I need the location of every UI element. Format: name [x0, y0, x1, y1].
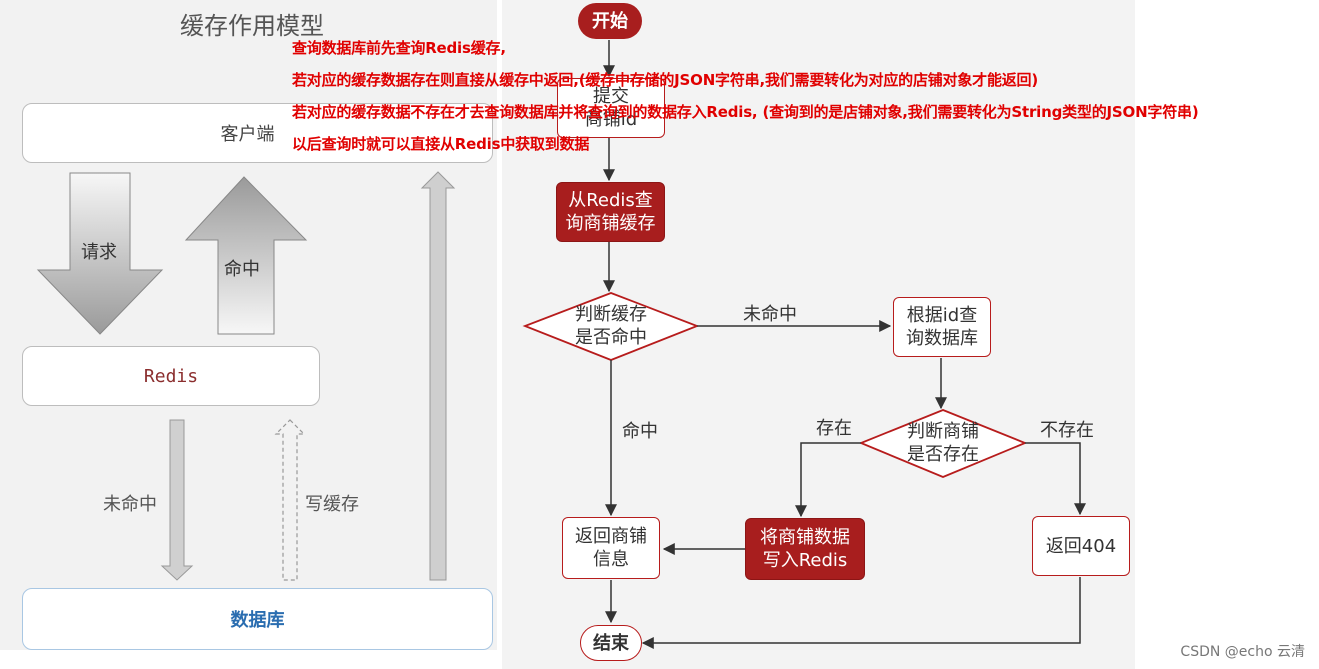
database-box: 数据库 — [22, 588, 493, 650]
redis-box: Redis — [22, 346, 320, 406]
redis-label: Redis — [143, 365, 199, 387]
end-node: 结束 — [580, 625, 642, 661]
note-line-2: 若对应的缓存数据存在则直接从缓存中返回,(缓存中存储的JSON字符串,我们需要转… — [292, 71, 1039, 89]
watermark: CSDN @echo 云清 — [1180, 644, 1305, 660]
start-node: 开始 — [578, 3, 642, 39]
miss-label: 未命中 — [103, 494, 157, 515]
request-arrow — [36, 172, 164, 335]
judge-exist-node: 判断商铺 是否存在 — [875, 419, 1011, 467]
query-db-node: 根据id查 询数据库 — [893, 297, 991, 357]
note-line-4: 以后查询时就可以直接从Redis中获取到数据 — [292, 135, 590, 153]
start-label: 开始 — [592, 10, 628, 32]
query-redis-node: 从Redis查 询商铺缓存 — [556, 182, 665, 242]
cache-model-title: 缓存作用模型 — [180, 12, 324, 40]
submit-id-node: 提交 商铺id — [557, 78, 665, 138]
return-404-label: 返回404 — [1045, 535, 1117, 557]
flow-miss-label: 未命中 — [743, 304, 797, 325]
submit-line2: 商铺id — [584, 109, 638, 130]
note-line-3: 若对应的缓存数据不存在才去查询数据库并将查询到的数据存入Redis, (查询到的… — [292, 103, 1199, 121]
exist-label: 存在 — [816, 418, 852, 439]
return-404-node: 返回404 — [1032, 516, 1130, 576]
return-info-line2: 信息 — [593, 549, 629, 570]
judge-exist-line2: 是否存在 — [907, 444, 979, 465]
judge-cache-node: 判断缓存 是否命中 — [540, 302, 682, 350]
database-label: 数据库 — [230, 610, 285, 631]
write-redis-line2: 写入Redis — [762, 550, 848, 571]
request-label: 请求 — [81, 242, 117, 263]
hit-label: 命中 — [224, 259, 260, 280]
client-box: 客户端 — [22, 103, 493, 163]
flow-hit-label: 命中 — [622, 421, 658, 442]
return-info-line1: 返回商铺 — [575, 526, 647, 547]
client-label: 客户端 — [220, 124, 275, 145]
note-line-1: 查询数据库前先查询Redis缓存, — [292, 39, 506, 57]
query-db-line2: 询数据库 — [906, 328, 978, 349]
query-redis-line2: 询商铺缓存 — [565, 213, 656, 234]
edge-exist-write — [795, 442, 861, 518]
judge-cache-line2: 是否命中 — [575, 327, 647, 348]
submit-line1: 提交 — [593, 86, 629, 107]
edge-404-end — [641, 577, 1081, 649]
judge-cache-line1: 判断缓存 — [575, 304, 647, 325]
judge-exist-line1: 判断商铺 — [907, 421, 979, 442]
return-info-node: 返回商铺 信息 — [562, 517, 660, 579]
hit-arrow — [184, 176, 308, 335]
long-up-arrow — [420, 171, 456, 581]
query-db-line1: 根据id查 — [906, 305, 978, 326]
not-exist-label: 不存在 — [1040, 420, 1094, 441]
miss-arrow — [160, 419, 194, 581]
write-redis-line1: 将商铺数据 — [760, 527, 850, 548]
query-redis-line1: 从Redis查 — [568, 190, 653, 211]
write-cache-arrow — [274, 419, 306, 581]
write-redis-node: 将商铺数据 写入Redis — [745, 518, 865, 580]
edge-notexist-404 — [1025, 442, 1086, 516]
end-label: 结束 — [593, 632, 629, 654]
write-cache-label: 写缓存 — [305, 494, 359, 515]
judge-exist-diamond — [858, 409, 1028, 478]
